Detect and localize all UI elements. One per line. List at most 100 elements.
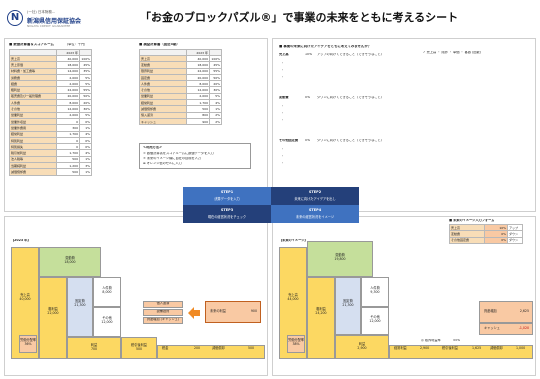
fixed-cost-block: 固定費 21,300 [67, 277, 93, 337]
variable-cost-block: 変動費 18,000 [39, 247, 101, 277]
row-percent: 45% [209, 61, 222, 69]
row-value[interactable]: 900 [186, 117, 210, 126]
bullet: ・ [281, 61, 285, 65]
step-desc: 未来の経営状況をイメージ [295, 214, 335, 219]
bullet: ・ [281, 154, 285, 158]
step-title: STEP4 [308, 208, 322, 212]
block-value: 18,000 [64, 259, 76, 264]
current-puzzle-panel: 【2023 年】 売上高 40,000 変動費 18,000 粗利益 22,00… [4, 216, 268, 376]
block-label: 労働分配率 [20, 338, 36, 342]
future-profit-box: 未来の利益 900 [205, 301, 261, 323]
header: N (一社) 日本財務… 新潟県信用保証協会 NIIGATA CREDIT GU… [0, 0, 540, 34]
idea-group-text: アップの向けてできること（できそうなこと） [317, 53, 384, 56]
block-label: 売上高 [20, 293, 30, 297]
section1-unit: (単位：千円) [67, 43, 86, 46]
block-value: 9,300 [370, 289, 380, 294]
block-label: 固定費 [75, 299, 85, 303]
row-percent: 0% [79, 117, 92, 126]
step-desc: 現在の経営状況をチェック [207, 214, 247, 219]
section2-title: ■ 損益計算書（直近3期） [139, 43, 180, 46]
bullet: ・ [281, 118, 285, 122]
gross-profit-block: 粗利益 22,000 [39, 277, 67, 359]
idea-group-label: 売上高 [279, 53, 289, 56]
labor-ratio-box: 労働分配率 36% [19, 335, 37, 353]
row-percent: 50% [79, 92, 92, 101]
step3-box[interactable]: STEP3 現在の経営状況をチェック [183, 205, 271, 223]
block-label: 売上高 [288, 293, 298, 297]
bottom-value: 500 [248, 346, 255, 350]
future-labor-ratio-box: 労働分配率 38% [287, 335, 305, 353]
ideas-panel: ■ 事業の未来に向けたアイデアをともに考えてみませんか？ ✓ 売上高 ・ 限界 … [272, 38, 536, 212]
row-percent: 35% [79, 67, 92, 75]
note-line-3: ➡ オレンジ色のセルに入力 [143, 162, 182, 165]
block-value: 44,000 [287, 296, 299, 301]
block-label: 税引後利益 [131, 343, 147, 347]
idea-group-sales: 売上高 10% アップの向けてできること（できそうなこと） ・ ・ ・ [279, 53, 529, 93]
row-percent: 2% [209, 117, 222, 126]
asset-increase-label: 資産増加 (キャッシュ) [143, 317, 183, 324]
future-title: 【未来のイメージ】 [279, 239, 308, 242]
current-title: 【2023 年】 [11, 239, 31, 242]
idea-group-rate: 0% [305, 139, 311, 142]
idea-group-fixed: その他固定費 0% ダウンに向けてできること（できそうなこと） ・ ・ ・ [279, 139, 529, 179]
row-percent: 20% [79, 99, 92, 107]
block-label: 人件費 [370, 286, 380, 290]
row-percent: 55% [79, 86, 92, 94]
step-title: STEP3 [220, 208, 234, 212]
future-gross-block: 粗利益 24,200 [307, 277, 335, 359]
idea-group-label: その他固定費 [279, 139, 299, 142]
form-value[interactable]: 0% [484, 236, 508, 244]
block-label: 利益 [90, 343, 98, 347]
idea-group-rate: 0% [305, 96, 311, 99]
row-percent: 20% [209, 80, 222, 88]
step2-box[interactable]: STEP2 未来に向けたアイデアを出し [271, 187, 359, 205]
step4-box[interactable]: STEP4 未来の経営状況をイメージ [271, 205, 359, 223]
page-title: 「お金のブロックパズル®」で事業の未来をともに考えるシート [140, 11, 459, 24]
row-value[interactable]: 500 [56, 168, 80, 176]
bottom-row-block: 税金 200 減価償却 500 [157, 345, 265, 359]
future-profit-block: 利益 2,900 [335, 335, 389, 359]
section1-title: ■ 数値計算書＆スコアルーム [9, 43, 54, 46]
row-percent: 4% [209, 99, 222, 107]
future-variable-block: 変動費 19,800 [307, 241, 373, 277]
row-percent: 1% [209, 105, 222, 113]
block-label: 粗利益 [48, 307, 58, 311]
idea-group-rate: 10% [305, 53, 313, 56]
form-dir: ダウン [507, 236, 523, 244]
logo-icon: N [7, 10, 23, 26]
labor-cost-block: 人件費 8,000 [93, 277, 121, 307]
bottom-label: 減価償却 [212, 346, 225, 350]
block-value: 21,300 [74, 302, 86, 307]
block-value: 40,000 [19, 296, 31, 301]
bullet: ・ [281, 111, 285, 115]
future-asset-box: 資産増加 2,625 [479, 301, 533, 323]
steps-panel: STEP1 決算データを入力 STEP2 未来に向けたアイデアを出し STEP3… [183, 187, 359, 223]
org-subtitle: NIIGATA CREDIT GUARANTEE [27, 24, 71, 28]
block-label: その他 [370, 315, 380, 319]
future-bottom-row: 経常利益 2,900 税引後利益 1,625 減価償却 1,000 [389, 345, 533, 359]
bullet: ・ [281, 104, 285, 108]
step1-box[interactable]: STEP1 決算データを入力 [183, 187, 271, 205]
financial-input-panel: ■ 数値計算書＆スコアルーム (単位：千円) ■ 損益計算書（直近3期） 202… [4, 38, 268, 212]
block-label: 変動費 [65, 256, 75, 260]
block-value: 36% [24, 341, 32, 346]
block-value: 8,000 [102, 289, 112, 294]
margin-ratio-value: 55% [453, 339, 461, 342]
row-percent: 55% [209, 67, 222, 75]
